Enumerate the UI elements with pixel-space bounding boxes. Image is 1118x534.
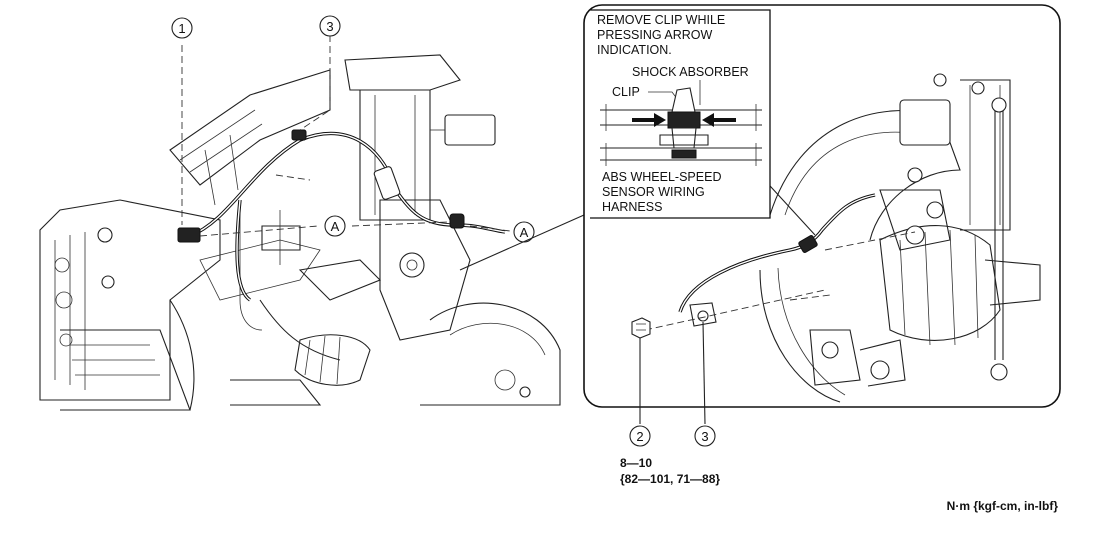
harness-label-line-1: ABS WHEEL-SPEED <box>602 170 721 184</box>
instruction-line-1: REMOVE CLIP WHILE <box>597 13 725 27</box>
bolt <box>631 317 651 339</box>
connector-1 <box>177 227 201 243</box>
instruction-line-2: PRESSING ARROW <box>597 28 712 42</box>
sensor-harness-clip <box>798 235 818 253</box>
leader-3 <box>702 321 706 425</box>
svg-text:2: 2 <box>636 429 643 444</box>
callout-3-right: 3 <box>694 425 716 447</box>
svg-text:3: 3 <box>701 429 708 444</box>
clip-shape <box>659 87 709 149</box>
left-alignment-lines <box>181 35 511 237</box>
zoom-leader-line <box>459 214 585 271</box>
svg-text:1: 1 <box>178 21 185 36</box>
units-note: N·m {kgf-cm, in-lbf} <box>947 499 1059 513</box>
harness-label-line-3: HARNESS <box>602 200 662 214</box>
clip-detail-inset: REMOVE CLIP WHILE PRESSING ARROW INDICAT… <box>590 9 771 219</box>
marker-a-left: A <box>324 215 346 237</box>
harness-clip-upper <box>291 129 307 141</box>
svg-text:A: A <box>331 219 340 234</box>
harness-clip-a <box>449 213 465 229</box>
clip-label: CLIP <box>612 85 640 99</box>
inline-connector <box>373 166 401 200</box>
torque-alt-units: {82—101, 71—88} <box>620 472 720 486</box>
callout-1: 1 <box>171 17 193 39</box>
callout-2: 2 <box>629 425 651 447</box>
instruction-line-3: INDICATION. <box>597 43 672 57</box>
callout-3-left: 3 <box>319 15 341 37</box>
left-vehicle-illustration <box>39 54 561 411</box>
shock-absorber-label: SHOCK ABSORBER <box>632 65 749 79</box>
svg-text:3: 3 <box>326 19 333 34</box>
press-arrow-right <box>702 113 736 127</box>
left-wiring-harness <box>177 129 506 302</box>
svg-text:A: A <box>520 225 529 240</box>
harness-label-line-2: SENSOR WIRING <box>602 185 705 199</box>
torque-value: 8—10 <box>620 456 652 470</box>
press-arrow-left <box>632 113 666 127</box>
